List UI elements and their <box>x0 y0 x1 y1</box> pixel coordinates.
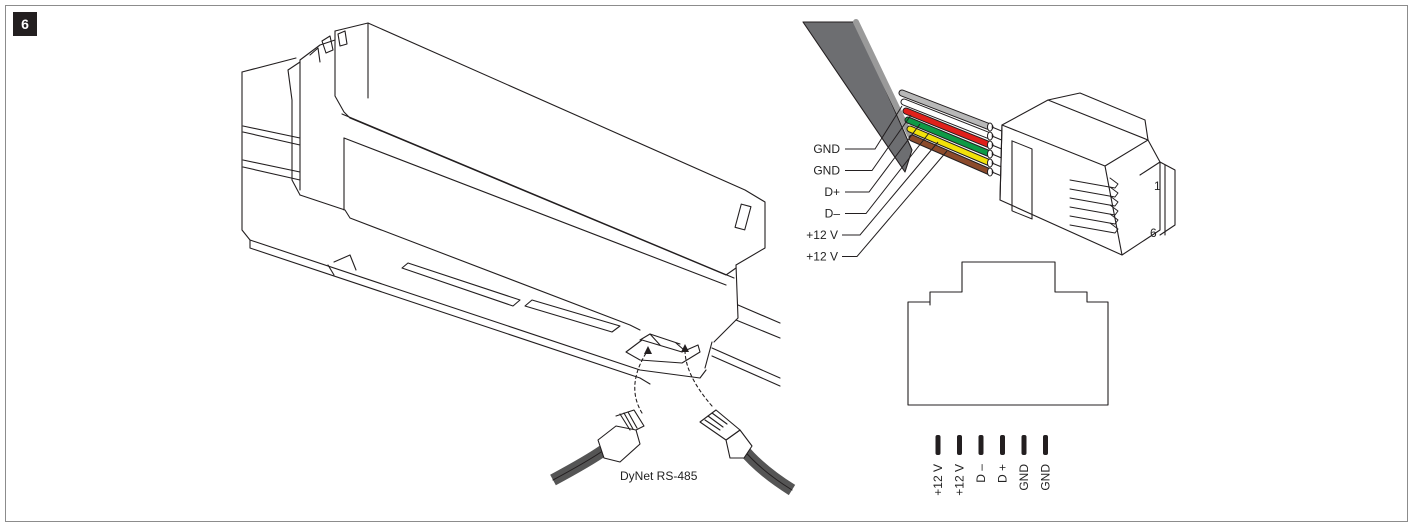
wire-label-4: D– <box>825 207 841 221</box>
rj12-plug-left <box>550 409 645 486</box>
rj12-plug-right <box>699 409 796 496</box>
plug-contact <box>1069 204 1119 216</box>
plug-contact <box>1069 195 1119 207</box>
diagram-frame <box>5 5 1408 522</box>
wire-leader-line <box>845 132 930 214</box>
pin-bar-6 <box>1043 435 1048 455</box>
pin-label-1: +12 V <box>931 464 945 496</box>
pin-label-4: D + <box>996 464 1010 483</box>
bus-label: DyNet RS-485 <box>620 469 698 483</box>
wire-label-5: +12 V <box>806 228 838 242</box>
wire-leader-line <box>845 114 912 171</box>
connector-mark-6: 6 <box>1150 226 1157 240</box>
din-rail <box>242 125 781 387</box>
wire-label-2: GND <box>813 164 840 178</box>
wire-label-1: GND <box>813 142 840 156</box>
plug-contact <box>1069 213 1119 225</box>
pin-bar-5 <box>1021 435 1027 455</box>
pin-label-3: D – <box>974 464 988 483</box>
pin-bar-3 <box>978 435 984 455</box>
wire-label-3: D+ <box>824 185 840 199</box>
plug-insertion-arrows <box>634 349 713 414</box>
pin-label-5: GND <box>1017 464 1031 491</box>
step-number-badge: 6 <box>13 12 37 36</box>
pinout-legend: +12 V +12 V D – D + GND GND <box>931 435 1053 496</box>
wire-bundle <box>898 89 1113 223</box>
wire-leader-line <box>845 105 903 150</box>
wire-leader-line <box>842 141 939 236</box>
wire-leader-line <box>842 150 948 257</box>
socket-front-view <box>907 261 1109 406</box>
plug-contact <box>1069 177 1119 189</box>
pin-bar-1 <box>935 435 941 455</box>
pin-bar-4 <box>1000 435 1005 455</box>
plug-contact <box>1069 222 1119 234</box>
plug-contact <box>1069 186 1119 198</box>
pin-label-6: GND <box>1039 464 1053 491</box>
pin-label-2: +12 V <box>953 464 967 496</box>
rj12-connector <box>999 92 1176 256</box>
wire-leader-line <box>845 123 921 193</box>
wire-label-6: +12 V <box>806 250 838 264</box>
wire-labels: GND GND D+ D– +12 V +12 V <box>806 105 948 264</box>
pin-bar-2 <box>957 435 962 455</box>
flat-cable <box>802 19 913 173</box>
controller-housing <box>241 22 766 385</box>
connector-mark-1: 1 <box>1154 179 1161 193</box>
